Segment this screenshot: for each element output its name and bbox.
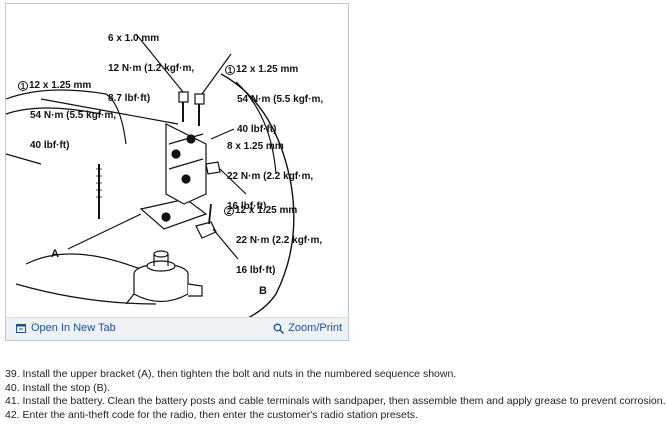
open-in-new-tab-label: Open In New Tab: [31, 322, 116, 334]
diagram-frame: 6 x 1.0 mm 12 N·m (1.2 kgf·m, 8.7 lbf·ft…: [5, 3, 349, 341]
callout-line: 22 N·m (2.2 kgf·m,: [227, 171, 314, 182]
callout-line: 40 lbf·ft): [237, 124, 277, 135]
diagram-footer: Open In New Tab Zoom/Print: [6, 317, 348, 340]
callout-line: 40 lbf·ft): [30, 140, 70, 151]
label-b: B: [259, 285, 267, 297]
instruction-steps: 39. Install the upper bracket (A), then …: [5, 368, 666, 422]
new-tab-icon: [16, 323, 26, 333]
callout-line: 8 x 1.25 mm: [227, 141, 284, 152]
callout-line: 8.7 lbf·ft): [108, 93, 151, 104]
callout-line: 54 N·m (5.5 kgf·m,: [30, 110, 117, 121]
callout-line: 16 lbf·ft): [236, 265, 276, 276]
sequence-number: 2: [224, 206, 234, 216]
callout-line: 22 N·m (2.2 kgf·m,: [236, 235, 323, 246]
open-in-new-tab-link[interactable]: Open In New Tab: [16, 322, 116, 334]
callout-line: 12 x 1.25 mm: [29, 80, 92, 91]
magnifier-icon: [273, 323, 285, 334]
step-item: 39. Install the upper bracket (A), then …: [5, 368, 457, 380]
step-item: 42. Enter the anti-theft code for the ra…: [5, 408, 418, 421]
step-item: 40. Install the stop (B).: [5, 381, 111, 394]
sequence-number: 1: [18, 81, 28, 91]
label-a: A: [51, 248, 59, 260]
callout-line: 54 N·m (5.5 kgf·m,: [237, 94, 324, 105]
callout-line: 12 x 1.25 mm: [236, 64, 299, 75]
callout-line: 6 x 1.0 mm: [108, 33, 160, 44]
engine-mount-diagram[interactable]: [5, 4, 348, 322]
callout-top-bolt: 6 x 1.0 mm 12 N·m (1.2 kgf·m, 8.7 lbf·ft…: [108, 14, 194, 124]
step-item: 41. Install the battery. Clean the batte…: [5, 395, 666, 407]
callout-line: 12 N·m (1.2 kgf·m,: [108, 63, 195, 74]
zoom-print-label: Zoom/Print: [288, 322, 342, 334]
callout-line: 12 x 1.25 mm: [235, 205, 298, 216]
zoom-print-link[interactable]: Zoom/Print: [273, 322, 342, 334]
sequence-number: 1: [225, 65, 235, 75]
